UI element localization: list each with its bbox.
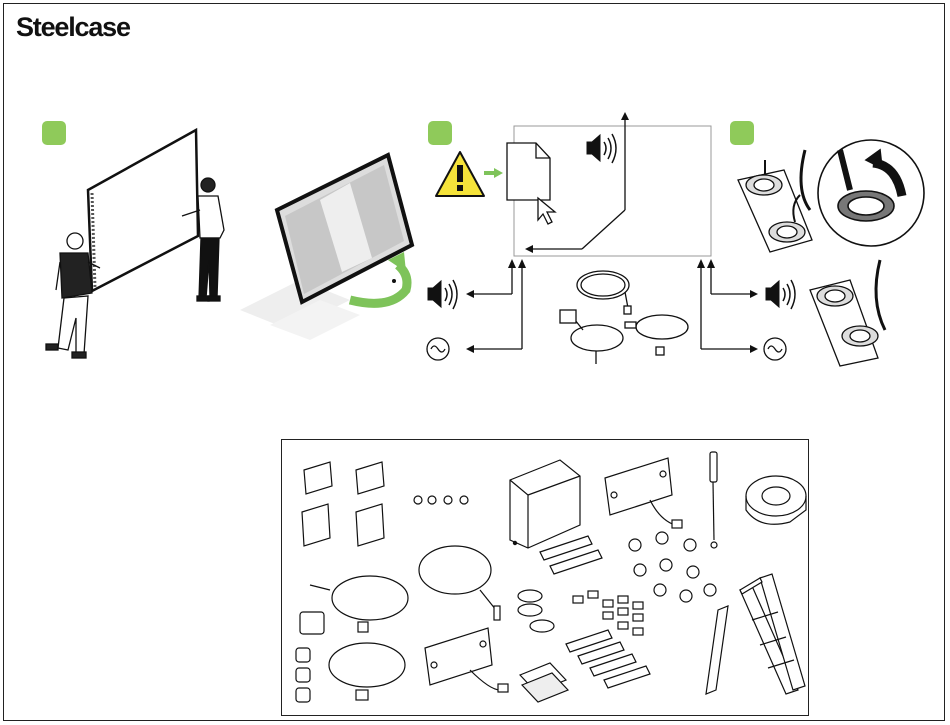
- step-1-badge: [42, 121, 66, 145]
- step-3-badge: [730, 121, 754, 145]
- step-2-badge: [428, 121, 452, 145]
- kit-contents-panel: [281, 439, 809, 716]
- brand-logo: Steelcase: [16, 12, 130, 43]
